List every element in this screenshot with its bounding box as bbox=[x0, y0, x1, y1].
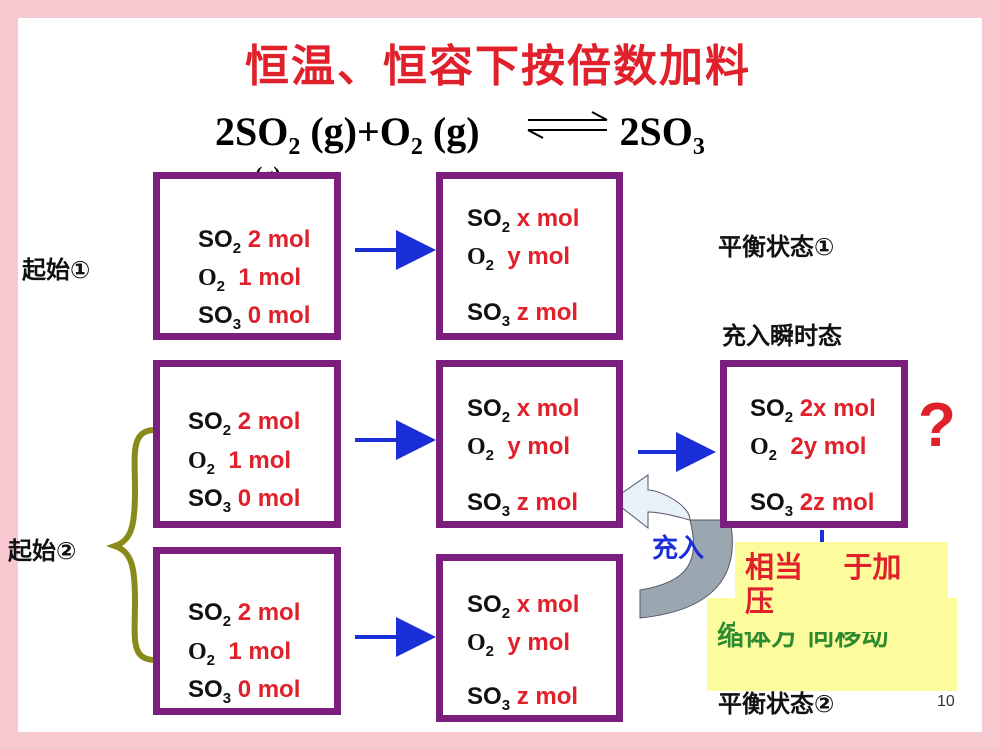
box-instant: SO2 2x mol O2 2y mol SO3 2z mol bbox=[720, 360, 908, 528]
eq-sub: 2 bbox=[410, 134, 423, 160]
row-o2: O2 y mol bbox=[467, 433, 571, 464]
eq-sub: 2 bbox=[288, 134, 301, 160]
row-so2: SO2 x mol bbox=[467, 395, 580, 426]
label-instant-state: 充入瞬时态 bbox=[722, 322, 842, 350]
brace-icon bbox=[106, 427, 156, 663]
row-o2: O2 y mol bbox=[467, 629, 571, 660]
value-so2: x mol bbox=[516, 205, 580, 232]
box-start1: SO2 2 mol O2 1 mol SO3 0 mol bbox=[153, 172, 341, 340]
value-o2: 2y mol bbox=[790, 433, 867, 460]
eq-so2: 2SO bbox=[215, 109, 289, 154]
value-o2: y mol bbox=[507, 629, 571, 656]
label-start1: 起始① bbox=[22, 256, 91, 284]
value-so3: 0 mol bbox=[247, 302, 311, 329]
row-so2: SO2 2 mol bbox=[188, 408, 301, 439]
box-mid2b: SO2 x mol O2 y mol SO3 z mol bbox=[436, 554, 623, 722]
label-equilibrium1: 平衡状态① bbox=[718, 233, 835, 261]
label-start2: 起始② bbox=[8, 537, 77, 565]
value-so3: z mol bbox=[516, 489, 579, 516]
eq-sub: 3 bbox=[692, 134, 705, 160]
box-start2b: SO2 2 mol O2 1 mol SO3 0 mol bbox=[153, 547, 341, 715]
value-so2: 2 mol bbox=[237, 599, 301, 626]
row-o2: O2 2y mol bbox=[750, 433, 867, 464]
value-so2: 2 mol bbox=[247, 226, 311, 253]
row-so3: SO3 z mol bbox=[467, 683, 579, 714]
row-so3: SO3 2z mol bbox=[750, 489, 875, 520]
row-so3: SO3 z mol bbox=[467, 299, 579, 330]
value-o2: y mol bbox=[507, 433, 571, 460]
row-so2: SO2 x mol bbox=[467, 591, 580, 622]
label-charge: 充入 bbox=[652, 534, 705, 564]
row-so2: SO2 x mol bbox=[467, 205, 580, 236]
row-so2: SO2 2 mol bbox=[198, 226, 311, 257]
eq-o2: (g)+O bbox=[300, 109, 411, 154]
value-o2: 1 mol bbox=[238, 264, 302, 291]
question-mark: ? bbox=[918, 391, 956, 460]
row-o2: O2 1 mol bbox=[188, 447, 292, 478]
row-o2: O2 1 mol bbox=[188, 638, 292, 669]
row-so3: SO3 0 mol bbox=[198, 302, 311, 333]
value-so2: x mol bbox=[516, 591, 580, 618]
value-so3: z mol bbox=[516, 299, 579, 326]
value-so3: 0 mol bbox=[237, 676, 301, 703]
row-o2: O2 1 mol bbox=[198, 264, 302, 295]
value-o2: 1 mol bbox=[228, 638, 292, 665]
reaction-equation: 2SO2 (g)+O2 (g) 2SO3 bbox=[215, 108, 705, 161]
equilibrium-arrow-icon bbox=[527, 111, 608, 139]
note-equivalent-pressure: 相当 于加 压 bbox=[735, 542, 948, 632]
value-o2: 1 mol bbox=[228, 447, 292, 474]
note-pressure-text: 相当 于加 压 bbox=[745, 550, 902, 618]
value-so2: x mol bbox=[516, 395, 580, 422]
eq-phase-tail: (g) bbox=[255, 160, 281, 174]
value-so2: 2 mol bbox=[237, 408, 301, 435]
page-number: 10 bbox=[937, 693, 955, 710]
row-o2: O2 y mol bbox=[467, 243, 571, 274]
box-eq1: SO2 x mol O2 y mol SO3 z mol bbox=[436, 172, 623, 340]
value-o2: y mol bbox=[507, 243, 571, 270]
box-mid2a: SO2 x mol O2 y mol SO3 z mol bbox=[436, 360, 623, 528]
row-so3: SO3 0 mol bbox=[188, 676, 301, 707]
eq-so3: 2SO bbox=[619, 109, 693, 154]
row-so3: SO3 z mol bbox=[467, 489, 579, 520]
value-so3: 0 mol bbox=[237, 485, 301, 512]
value-so3: 2z mol bbox=[799, 489, 875, 516]
slide-title: 恒温、恒容下按倍数加料 bbox=[245, 41, 751, 92]
value-so3: z mol bbox=[516, 683, 579, 710]
row-so3: SO3 0 mol bbox=[188, 485, 301, 516]
row-so2: SO2 2x mol bbox=[750, 395, 876, 426]
value-so2: 2x mol bbox=[799, 395, 876, 422]
row-so2: SO2 2 mol bbox=[188, 599, 301, 630]
label-equilibrium2: 平衡状态② bbox=[718, 690, 835, 718]
box-start2a: SO2 2 mol O2 1 mol SO3 0 mol bbox=[153, 360, 341, 528]
eq-phase: (g) bbox=[422, 109, 480, 154]
